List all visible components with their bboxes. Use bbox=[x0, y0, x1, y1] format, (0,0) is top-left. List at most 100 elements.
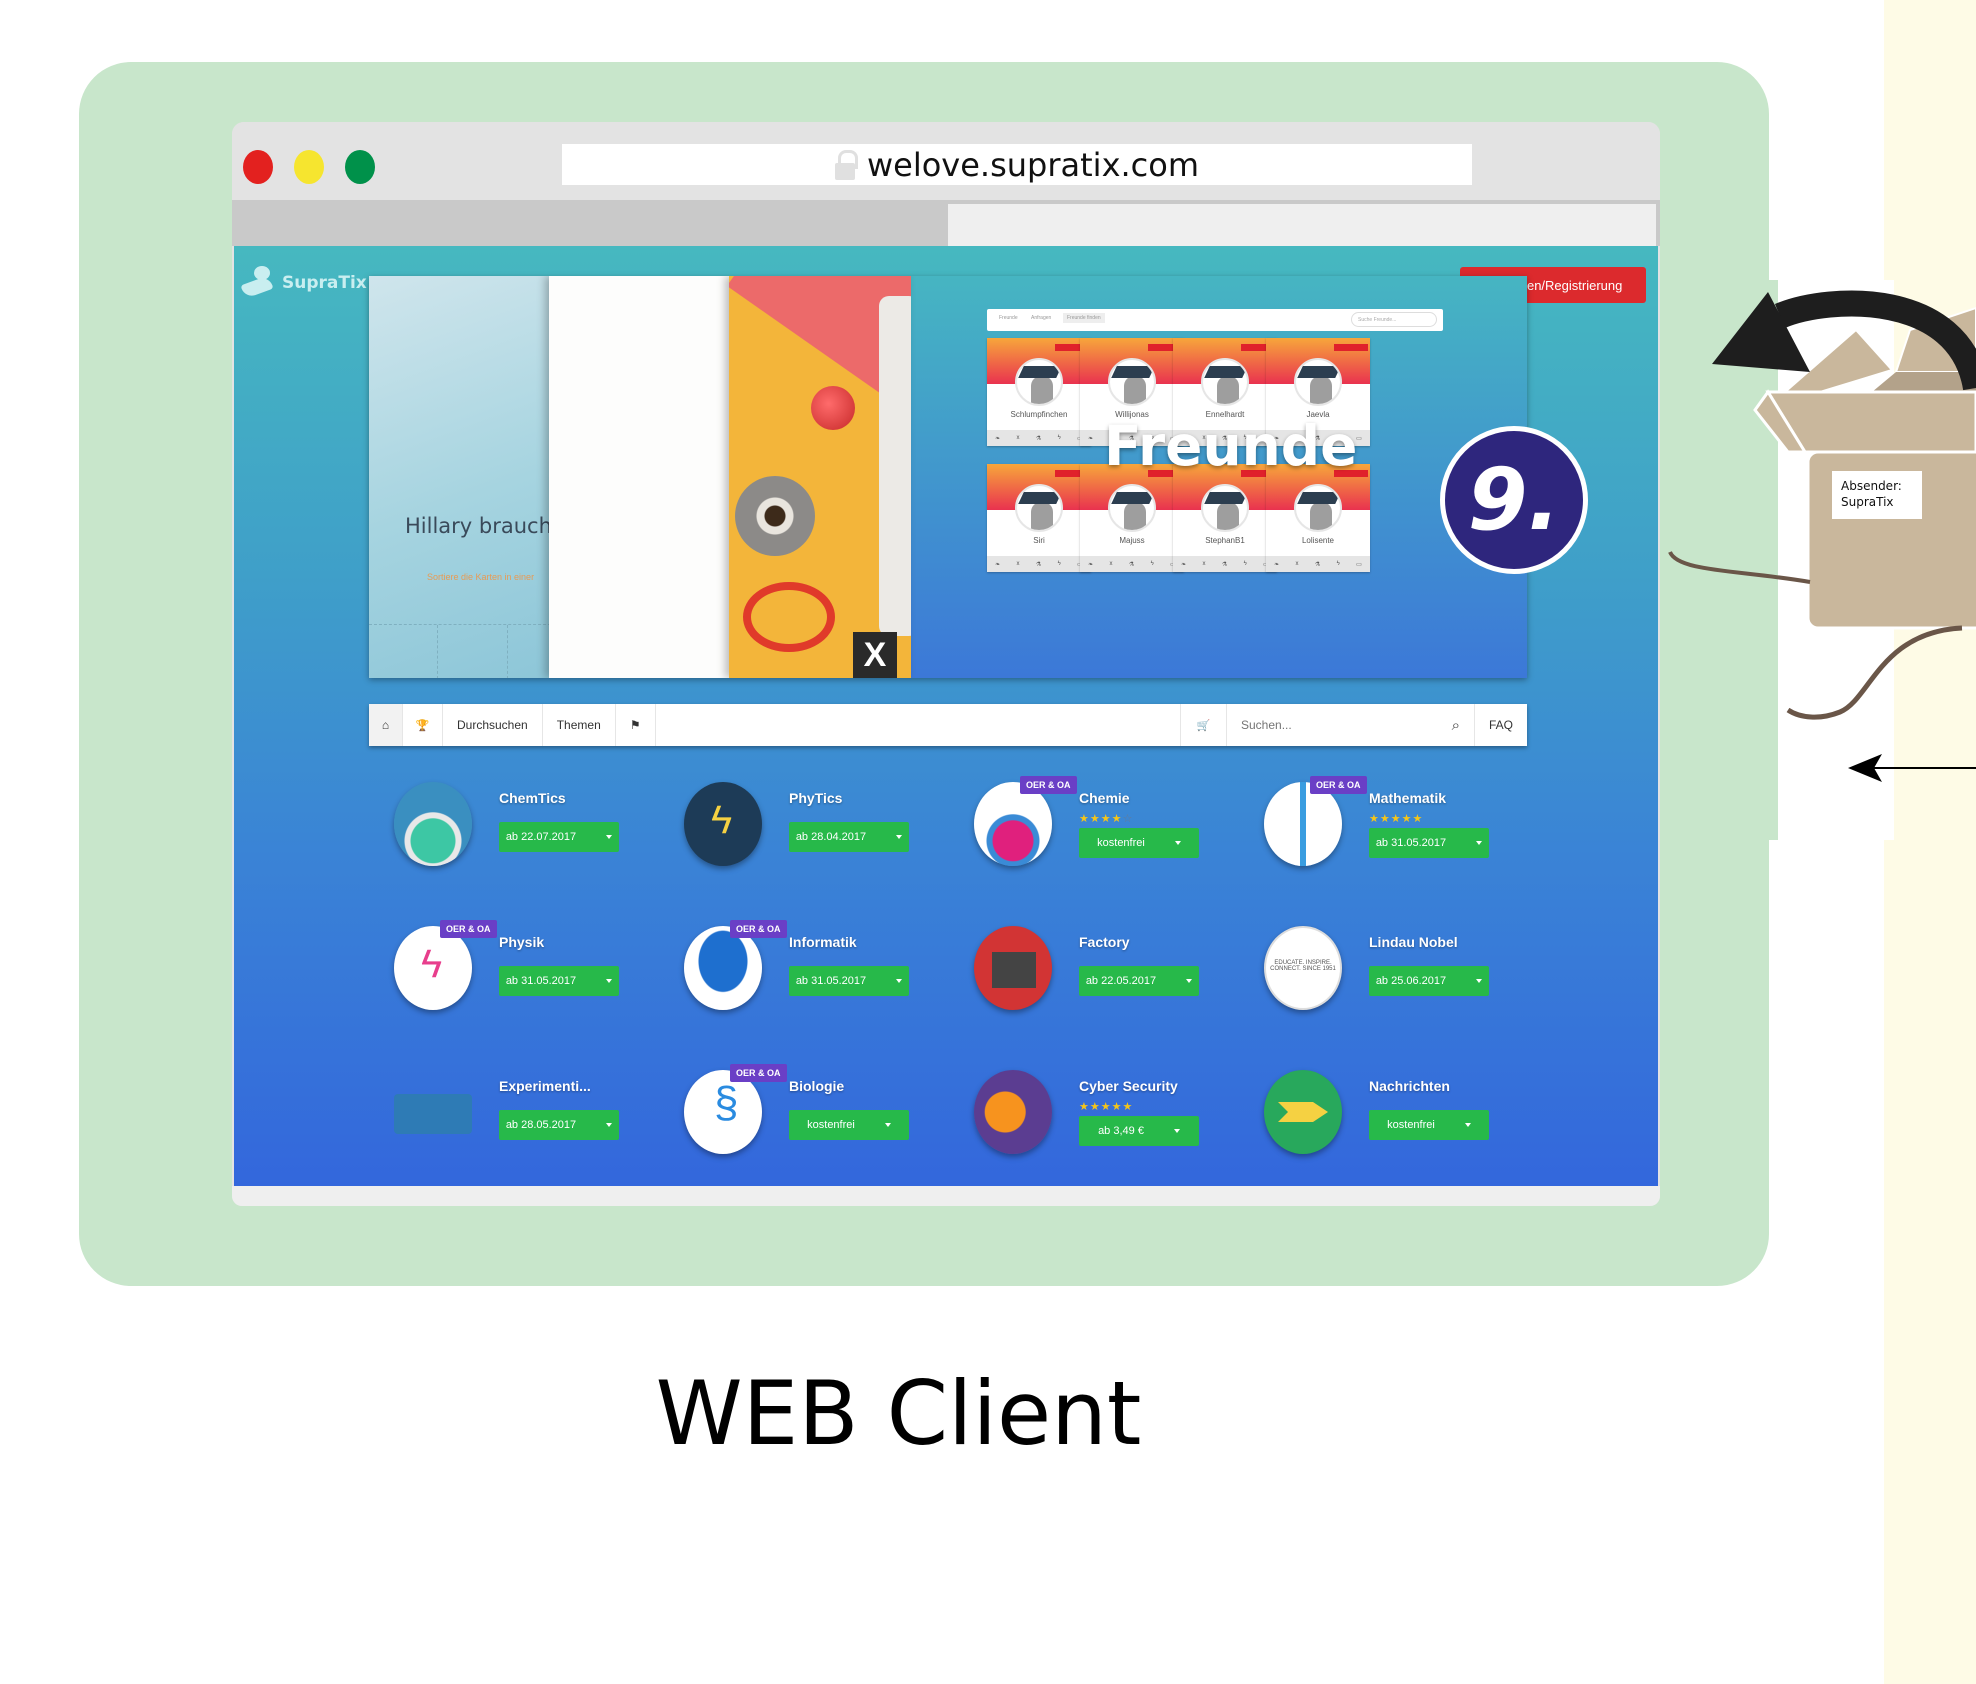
card-footer-icons: ❧x⚗ϟ▭ bbox=[1266, 556, 1370, 572]
price-dropdown-button[interactable]: ab 22.05.2017 bbox=[1079, 966, 1199, 996]
friend-card[interactable]: Jaevla❧x⚗ϟ▭ bbox=[1266, 338, 1370, 446]
friend-card[interactable]: Ennelhardt❧x⚗ϟ▭ bbox=[1173, 338, 1277, 446]
background-strip bbox=[1884, 0, 1976, 1684]
star-filled-icon: ★ bbox=[1089, 1101, 1101, 1113]
star-filled-icon: ★ bbox=[1412, 813, 1424, 825]
avatar bbox=[1108, 358, 1156, 406]
app-name[interactable]: Cyber Security bbox=[1079, 1078, 1178, 1094]
arrow-icon[interactable] bbox=[1264, 1070, 1342, 1154]
shield-icon[interactable] bbox=[974, 1070, 1052, 1154]
hero-carousel[interactable]: Hillary braucht Sortiere die Karten in e… bbox=[369, 276, 1527, 678]
price-dropdown-button[interactable]: ab 22.07.2017 bbox=[499, 822, 619, 852]
app-name[interactable]: Nachrichten bbox=[1369, 1078, 1450, 1094]
requests-tab[interactable]: Anfragen bbox=[1031, 315, 1052, 321]
friend-name: Lolisente bbox=[1301, 536, 1335, 545]
seal-icon[interactable]: EDUCATE. INSPIRE. CONNECT. SINCE 1951 bbox=[1264, 926, 1342, 1010]
bolt-icon: ϟ bbox=[1057, 561, 1061, 567]
price-label: kostenfrei bbox=[1097, 837, 1145, 849]
friend-card[interactable]: Siri❧x⚗ϟ▭ bbox=[987, 464, 1091, 572]
factory-icon[interactable] bbox=[974, 926, 1052, 1010]
app-tile[interactable]: ChemTics ab 22.07.2017 bbox=[394, 776, 644, 876]
pushpin-image bbox=[811, 386, 855, 430]
price-dropdown-button[interactable]: ab 31.05.2017 bbox=[789, 966, 909, 996]
friend-card[interactable]: Willijonas❧x⚗ϟ▭ bbox=[1080, 338, 1184, 446]
topics-nav-link[interactable]: Themen bbox=[543, 704, 616, 746]
app-tile[interactable]: Cyber Security★★★★★ab 3,49 € bbox=[974, 1064, 1224, 1164]
app-name[interactable]: Lindau Nobel bbox=[1369, 934, 1458, 950]
friend-card[interactable]: StephanB1❧x⚗ϟ▭ bbox=[1173, 464, 1277, 572]
price-dropdown-button[interactable]: ab 25.06.2017 bbox=[1369, 966, 1489, 996]
app-name[interactable]: Factory bbox=[1079, 934, 1130, 950]
flask-pink-icon[interactable] bbox=[974, 782, 1052, 866]
lightning-white-icon[interactable]: ϟ bbox=[394, 926, 472, 1010]
app-tile[interactable]: EDUCATE. INSPIRE. CONNECT. SINCE 1951 Lin… bbox=[1264, 920, 1514, 1020]
price-dropdown-button[interactable]: kostenfrei bbox=[789, 1110, 909, 1140]
price-dropdown-button[interactable]: ab 28.05.2017 bbox=[499, 1110, 619, 1140]
price-dropdown-button[interactable]: kostenfrei bbox=[1079, 828, 1199, 858]
price-dropdown-button[interactable]: ab 31.05.2017 bbox=[1369, 828, 1489, 858]
app-name[interactable]: Chemie bbox=[1079, 790, 1130, 806]
search-icon[interactable]: ⌕ bbox=[1451, 716, 1460, 734]
friend-card[interactable]: Majuss❧x⚗ϟ▭ bbox=[1080, 464, 1184, 572]
friend-name: Majuss bbox=[1119, 536, 1145, 545]
dna-icon[interactable]: § bbox=[684, 1070, 762, 1154]
flag-nav-button[interactable]: ⚑ bbox=[616, 704, 656, 746]
app-name[interactable]: PhyTics bbox=[789, 790, 843, 806]
lightning-dark-icon[interactable]: ϟ bbox=[684, 782, 762, 866]
star-filled-icon: ★ bbox=[1369, 813, 1380, 825]
maximize-window-button[interactable] bbox=[345, 150, 375, 184]
nav-spacer bbox=[656, 704, 1181, 746]
browser-titlebar: welove.supratix.com bbox=[232, 122, 1660, 200]
price-dropdown-button[interactable]: ab 28.04.2017 bbox=[789, 822, 909, 852]
friend-card[interactable]: Schlumpfinchen❧x⚗ϟ▭ bbox=[987, 338, 1091, 446]
graph-icon[interactable] bbox=[1264, 782, 1342, 866]
price-dropdown-button[interactable]: ab 31.05.2017 bbox=[499, 966, 619, 996]
hero-slide-game[interactable]: Hillary braucht Sortiere die Karten in e… bbox=[369, 276, 551, 678]
flask-teal-icon[interactable] bbox=[394, 782, 472, 866]
hero-slide-blank[interactable] bbox=[549, 276, 731, 678]
trophy-nav-button[interactable]: 🏆 bbox=[403, 704, 443, 746]
price-label: ab 28.04.2017 bbox=[795, 831, 867, 843]
app-tile[interactable]: Experimenti... ab 28.05.2017 bbox=[394, 1064, 644, 1164]
site-search-input[interactable] bbox=[1241, 718, 1421, 732]
friend-card[interactable]: Lolisente ❧x⚗ϟ▭ bbox=[1266, 464, 1370, 572]
friends-tab[interactable]: Freunde bbox=[999, 315, 1018, 321]
star-filled-icon: ★ bbox=[1111, 813, 1123, 825]
app-name[interactable]: Mathematik bbox=[1369, 790, 1447, 806]
friends-search-input[interactable]: Suche Freunde... bbox=[1351, 312, 1437, 327]
price-dropdown-button[interactable]: ab 3,49 € bbox=[1079, 1116, 1199, 1146]
faq-nav-link[interactable]: FAQ bbox=[1488, 718, 1513, 732]
return-arrow-head bbox=[1712, 292, 1810, 372]
leaf-icon: ❧ bbox=[1181, 561, 1187, 568]
app-name[interactable]: Physik bbox=[499, 934, 545, 950]
monitor-icon[interactable] bbox=[684, 926, 762, 1010]
app-name[interactable]: Informatik bbox=[789, 934, 857, 950]
app-name[interactable]: Experimenti... bbox=[499, 1078, 591, 1094]
app-name[interactable]: Biologie bbox=[789, 1078, 845, 1094]
price-dropdown-button[interactable]: kostenfrei bbox=[1369, 1110, 1489, 1140]
app-tile[interactable]: Factory ab 22.05.2017 bbox=[974, 920, 1224, 1020]
avatar bbox=[1201, 484, 1249, 532]
cart-nav-button[interactable]: 🛒 bbox=[1181, 704, 1227, 746]
app-name[interactable]: ChemTics bbox=[499, 790, 566, 806]
kit-box-icon[interactable] bbox=[394, 1094, 472, 1134]
hero-slide-desk[interactable]: X bbox=[729, 276, 911, 678]
supratix-logo[interactable]: SupraTix bbox=[242, 266, 367, 300]
app-tile[interactable]: Nachrichten kostenfrei bbox=[1264, 1064, 1514, 1164]
app-tile[interactable]: ϟ PhyTics ab 28.04.2017 bbox=[684, 776, 934, 876]
close-window-button[interactable] bbox=[243, 150, 273, 184]
browse-nav-link[interactable]: Durchsuchen bbox=[443, 704, 543, 746]
address-bar[interactable]: welove.supratix.com bbox=[562, 144, 1472, 185]
price-label: ab 28.05.2017 bbox=[505, 1119, 577, 1131]
card-footer-icons: ❧x⚗ϟ▭ bbox=[1080, 430, 1184, 446]
home-nav-button[interactable]: ⌂ bbox=[369, 704, 403, 746]
browser-tab[interactable] bbox=[948, 204, 1656, 246]
shipping-box-illustration: Absender: SupraTix bbox=[1660, 280, 1976, 840]
minimize-window-button[interactable] bbox=[294, 150, 324, 184]
find-friends-tab[interactable]: Freunde finden bbox=[1063, 313, 1105, 323]
